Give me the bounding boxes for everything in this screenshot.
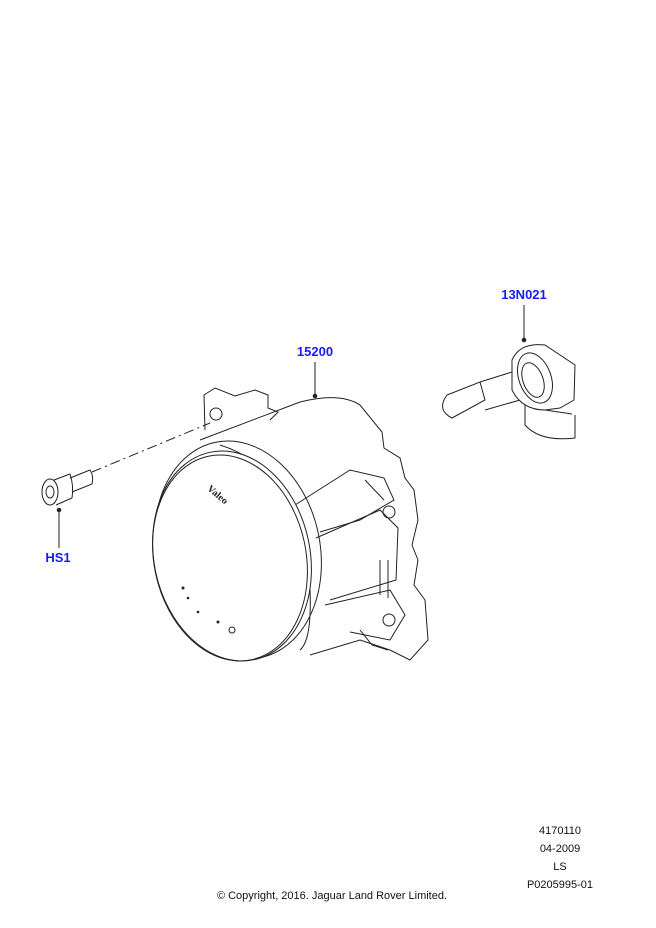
callout-bulb-13n021[interactable]: 13N021 <box>501 287 547 302</box>
callout-lamp-15200[interactable]: 15200 <box>296 344 334 359</box>
ref-number: 4170110 <box>538 825 581 837</box>
part-ref: P0205995-01 <box>526 879 594 891</box>
callout-screw-hs1[interactable]: HS1 <box>45 550 71 565</box>
code: LS <box>553 861 567 873</box>
illustration-metadata: 4170110 04-2009 LS P0205995-01 <box>500 822 620 894</box>
fog-lamp-part-15200[interactable] <box>134 387 429 676</box>
alignment-line <box>91 422 211 473</box>
lens-markings <box>181 586 236 634</box>
bulb-part-13n021[interactable] <box>442 344 576 440</box>
copyright: © Copyright, 2016. Jaguar Land Rover Lim… <box>216 890 448 902</box>
date: 04-2009 <box>539 843 581 855</box>
screw-part-hs1[interactable] <box>41 469 94 506</box>
leader-lines <box>56 305 527 548</box>
